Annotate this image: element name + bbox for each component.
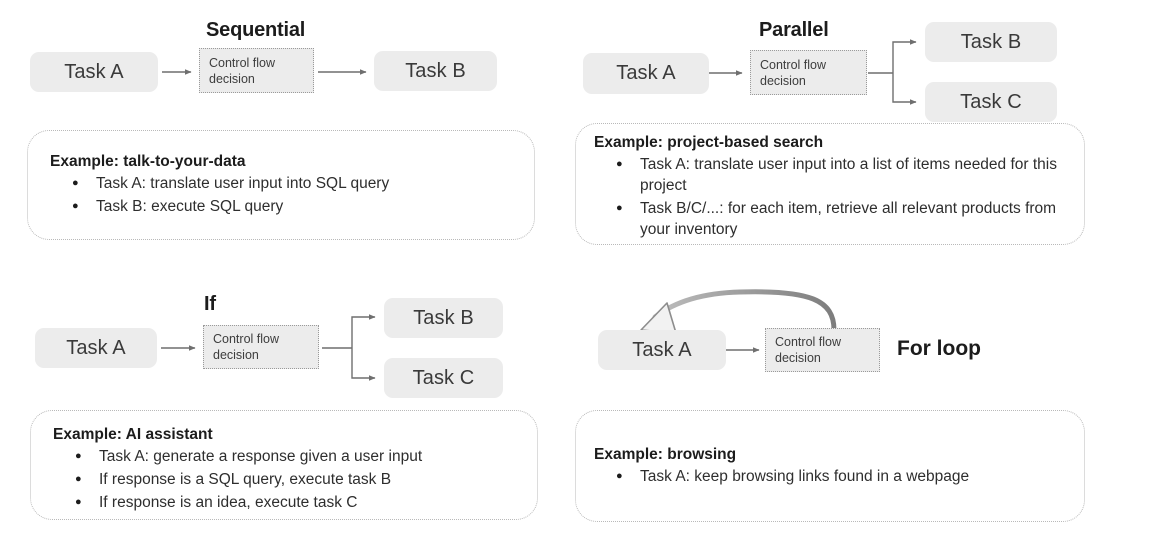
sequential-task-b-label: Task B — [405, 59, 466, 82]
list-item: Task A: generate a response given a user… — [75, 446, 523, 467]
control-flow-line-1: Control flow — [760, 57, 826, 72]
sequential-task-a-label: Task A — [64, 60, 124, 83]
sequential-control-flow-box[interactable]: Control flow decision — [199, 48, 314, 93]
if-control-flow-box[interactable]: Control flow decision — [203, 325, 319, 369]
panel-title-for-loop: For loop — [897, 337, 981, 360]
if-task-b-box[interactable]: Task B — [384, 298, 503, 338]
sequential-example-heading: Example: talk-to-your-data — [50, 153, 246, 170]
if-example-heading: Example: AI assistant — [53, 426, 213, 443]
parallel-example-list: Task A: translate user input into a list… — [594, 154, 1070, 240]
parallel-control-flow-box[interactable]: Control flow decision — [750, 50, 867, 95]
forloop-task-a-box[interactable]: Task A — [598, 330, 726, 370]
parallel-task-a-label: Task A — [616, 62, 676, 84]
control-flow-line-2: decision — [775, 351, 821, 365]
list-item: If response is a SQL query, execute task… — [75, 469, 523, 490]
list-item: Task B/C/...: for each item, retrieve al… — [616, 198, 1070, 240]
panel-title-if: If — [204, 293, 216, 315]
control-flow-line-2: decision — [213, 348, 259, 362]
forloop-control-flow-box[interactable]: Control flow decision — [765, 328, 880, 372]
sequential-task-a-box[interactable]: Task A — [30, 52, 158, 92]
parallel-task-a-box[interactable]: Task A — [583, 53, 709, 94]
panel-title-sequential: Sequential — [206, 19, 306, 41]
list-item: Task B: execute SQL query — [72, 196, 520, 217]
control-flow-line-2: decision — [760, 73, 806, 88]
control-flow-line-1: Control flow — [213, 332, 279, 346]
if-example-box: Example: AI assistant Task A: generate a… — [30, 410, 538, 520]
parallel-example-heading: Example: project-based search — [594, 134, 824, 151]
forloop-example-list: Task A: keep browsing links found in a w… — [594, 466, 1070, 487]
parallel-example-box: Example: project-based search Task A: tr… — [575, 123, 1085, 245]
panel-title-parallel: Parallel — [759, 19, 829, 41]
arrow-if-split — [322, 314, 376, 381]
sequential-example-list: Task A: translate user input into SQL qu… — [50, 173, 520, 217]
control-flow-line-2: decision — [209, 71, 255, 86]
sequential-example-box: Example: talk-to-your-data Task A: trans… — [27, 130, 535, 240]
if-task-c-box[interactable]: Task C — [384, 358, 503, 398]
if-task-a-box[interactable]: Task A — [35, 328, 157, 368]
arrow-parallel-split — [868, 39, 917, 105]
if-example-list: Task A: generate a response given a user… — [53, 446, 523, 513]
if-task-b-label: Task B — [413, 306, 474, 329]
if-task-a-label: Task A — [66, 336, 126, 359]
sequential-task-b-box[interactable]: Task B — [374, 51, 497, 91]
control-flow-line-1: Control flow — [209, 55, 275, 70]
list-item: If response is an idea, execute task C — [75, 492, 523, 513]
arrow-forloop-feedback — [640, 289, 837, 334]
list-item: Task A: keep browsing links found in a w… — [616, 466, 1070, 487]
parallel-task-b-label: Task B — [960, 30, 1022, 53]
forloop-example-box: Example: browsing Task A: keep browsing … — [575, 410, 1085, 522]
control-flow-line-1: Control flow — [775, 335, 841, 349]
parallel-task-c-box[interactable]: Task C — [925, 82, 1057, 122]
if-task-c-label: Task C — [412, 366, 475, 389]
list-item: Task A: translate user input into a list… — [616, 154, 1070, 196]
forloop-task-a-label: Task A — [632, 338, 692, 361]
forloop-example-heading: Example: browsing — [594, 446, 737, 463]
parallel-task-c-label: Task C — [960, 90, 1022, 113]
parallel-task-b-box[interactable]: Task B — [925, 22, 1057, 62]
list-item: Task A: translate user input into SQL qu… — [72, 173, 520, 194]
